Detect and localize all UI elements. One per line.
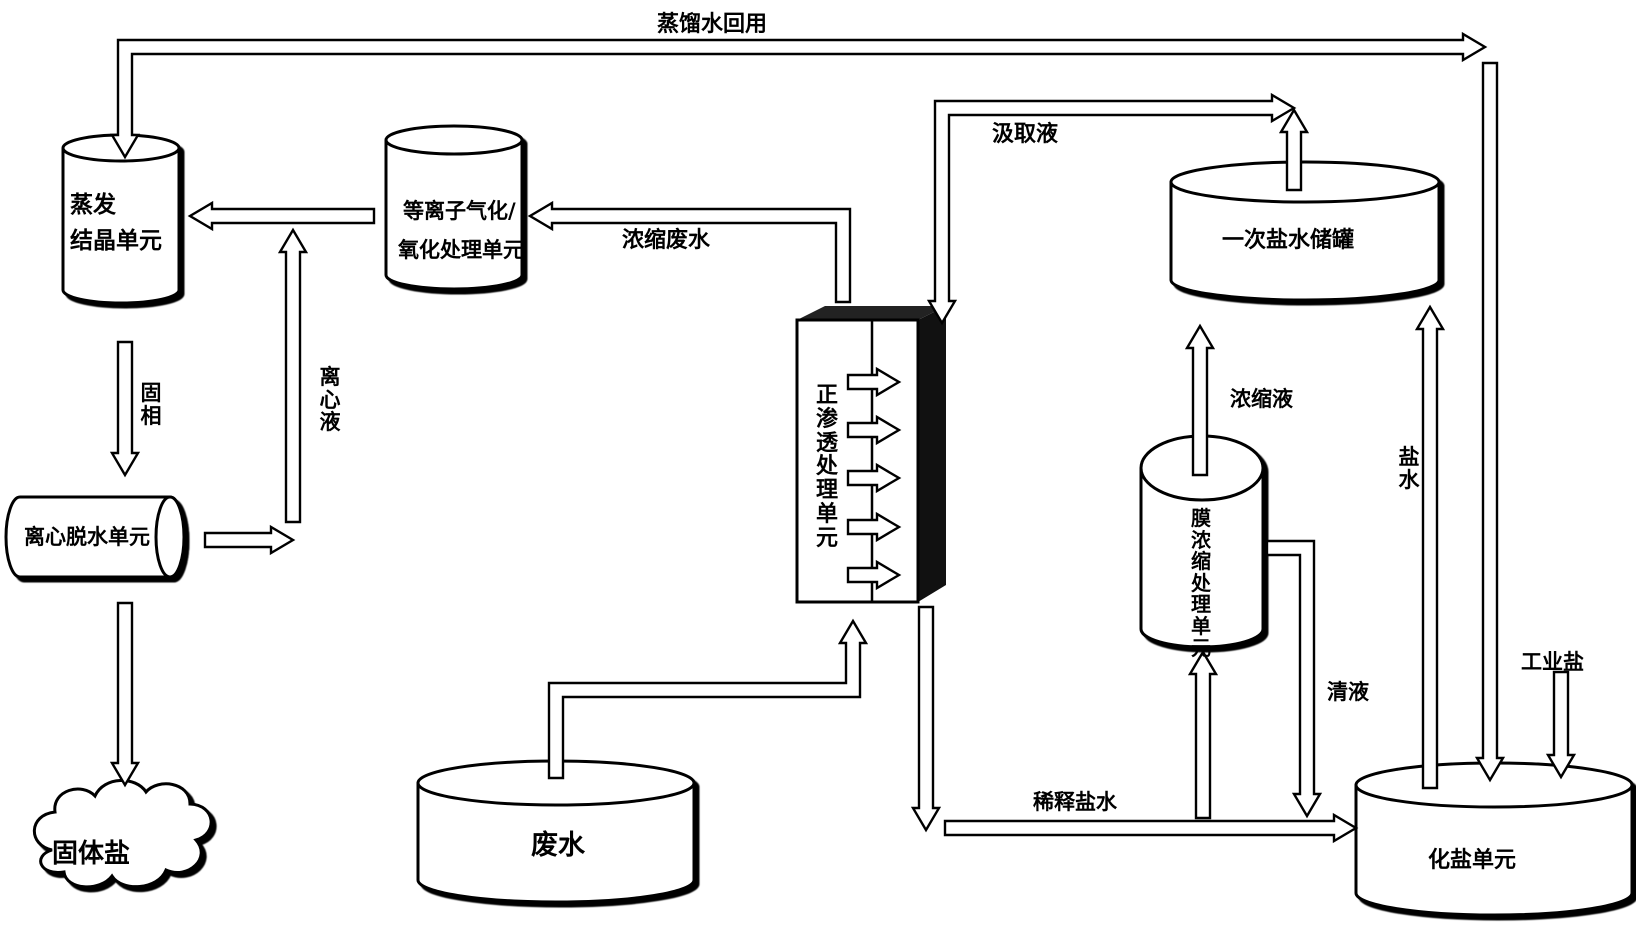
- label-permeate: 清液: [1327, 680, 1369, 704]
- fo-flux-arrow-3: [846, 462, 902, 494]
- wastewater-tank: [416, 759, 696, 904]
- arrow-fo-to-dilute-brine: [910, 605, 942, 833]
- arrow-distilled-water-reuse: [109, 31, 1488, 160]
- label-industrial-salt: 工业盐: [1521, 650, 1584, 674]
- arrow-draw-solution-to-fo: [926, 92, 1297, 326]
- salt-dissolving-tank: [1354, 761, 1634, 917]
- centrifugal-dewatering-drum: [4, 495, 186, 579]
- plasma-unit-name-line1: 等离子气化/: [403, 199, 516, 223]
- label-dilute-brine: 稀释盐水: [1033, 790, 1117, 814]
- wastewater-tank-name: 废水: [531, 830, 585, 861]
- arrow-plasma-to-evaporation: [187, 200, 376, 232]
- flow-arrows: [109, 31, 1577, 844]
- evaporation-unit-name-line1: 蒸发: [70, 192, 116, 218]
- arrow-brine-tank-out-up: [1278, 107, 1310, 192]
- arrow-dilute-brine-to-salt-unit: [943, 812, 1359, 844]
- arrow-wastewater-feed: [547, 618, 869, 780]
- fo-flux-arrow-5: [846, 559, 902, 591]
- label-centrifugate: 离心液: [319, 365, 341, 435]
- label-solid-phase: 固相: [140, 381, 162, 428]
- arrow-dilute-brine-to-membrane: [1187, 649, 1219, 820]
- solid-salt-name: 固体盐: [52, 839, 131, 869]
- arrow-solid-phase-down: [109, 340, 141, 478]
- arrow-brine-to-salt-unit-up: [1414, 304, 1446, 790]
- membrane-concentration-vessel: [1139, 434, 1265, 649]
- fo-flux-arrow-4: [846, 511, 902, 543]
- evaporation-unit-name-line2: 结晶单元: [70, 228, 162, 254]
- solid-salt-cloud: [32, 779, 213, 889]
- label-concentrate: 浓缩液: [1230, 387, 1293, 411]
- arrow-centrifuge-to-centrifugate: [203, 524, 296, 556]
- arrow-membrane-permeate: [1265, 539, 1323, 819]
- forward-osmosis-module: [795, 306, 946, 604]
- label-draw-solution: 汲取液: [992, 122, 1059, 147]
- salt-dissolving-unit-name: 化盐单元: [1428, 848, 1517, 873]
- forward-osmosis-unit-name: 正渗透处理单元: [815, 383, 838, 551]
- plasma-oxidation-tank: [384, 124, 524, 291]
- label-brine: 盐水: [1398, 445, 1420, 492]
- fo-flux-arrow-1: [846, 366, 902, 398]
- label-concentrated-wastewater: 浓缩废水: [622, 228, 711, 253]
- label-distilled-water-reuse: 蒸馏水回用: [657, 12, 768, 37]
- centrifuge-unit-name: 离心脱水单元: [24, 525, 150, 549]
- membrane-unit-name: 膜浓缩处理单元: [1191, 506, 1211, 660]
- arrow-solids-to-solid-salt: [109, 601, 141, 788]
- arrow-distilled-to-salt-unit: [1474, 61, 1506, 783]
- primary-brine-storage-tank: [1169, 160, 1441, 302]
- fo-flux-arrow-2: [846, 414, 902, 446]
- arrow-concentrated-wastewater: [527, 200, 852, 304]
- brine-tank-name: 一次盐水储罐: [1222, 228, 1355, 253]
- arrow-centrifugate-return: [277, 227, 309, 524]
- arrow-industrial-salt-in: [1545, 670, 1577, 780]
- plasma-unit-name-line2: 氧化处理单元: [398, 238, 524, 262]
- arrow-membrane-concentrate-up: [1184, 323, 1216, 477]
- evaporation-crystallization-tank: [61, 133, 181, 305]
